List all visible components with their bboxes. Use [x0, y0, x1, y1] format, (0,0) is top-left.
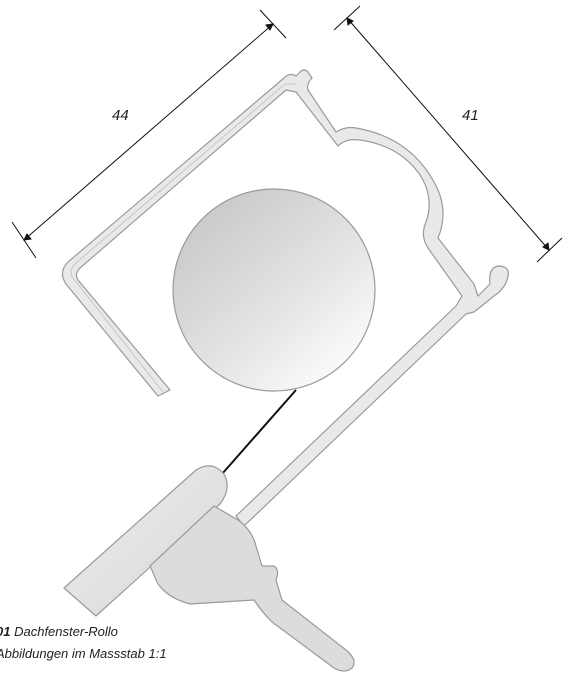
roller-cord — [221, 389, 297, 475]
caption-title: Dachfenster-Rollo — [14, 624, 118, 639]
housing-profile — [61, 69, 509, 527]
bottom-bar — [63, 465, 228, 617]
caption-scale-note: Abbildungen im Massstab 1:1 — [0, 646, 167, 661]
dimension-41 — [333, 5, 563, 263]
caption-title-line: 01 Dachfenster-Rollo — [0, 624, 118, 639]
housing-inner-line — [70, 83, 296, 393]
caption-code: 01 — [0, 624, 10, 639]
dimension-label-44: 44 — [112, 107, 129, 124]
dimension-label-41: 41 — [462, 107, 479, 124]
handle-bracket — [149, 505, 355, 672]
roller-tube — [172, 188, 376, 392]
dimension-44 — [11, 9, 287, 259]
